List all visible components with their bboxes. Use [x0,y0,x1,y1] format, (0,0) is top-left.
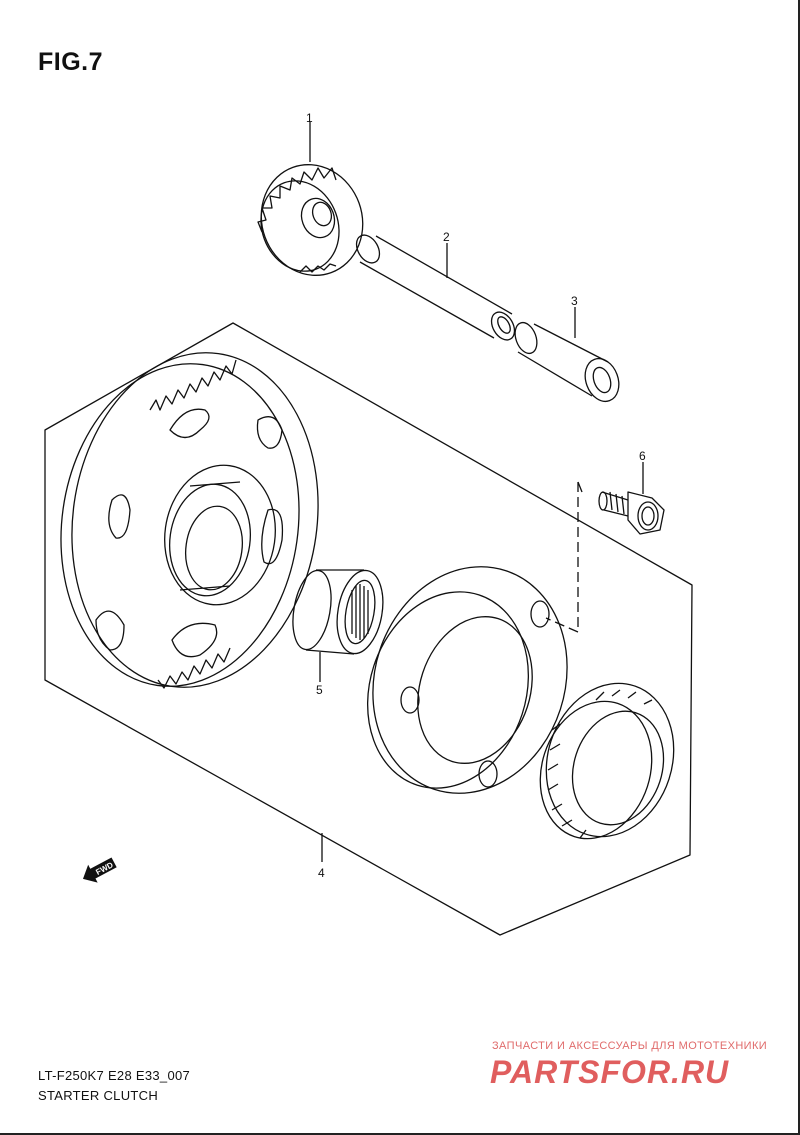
callout-3: 3 [571,294,578,308]
callout-6: 6 [639,449,646,463]
bolt-install-leader-tick [577,481,583,493]
figure-title: FIG.7 [38,48,104,76]
figure-caption: STARTER CLUTCH [38,1088,159,1103]
callout-1: 1 [306,111,313,125]
part-6-bolt[interactable] [598,491,665,535]
part-3-bushing[interactable] [511,320,624,407]
part-2-shaft[interactable] [352,231,519,344]
callout-4: 4 [318,866,325,880]
model-code: LT-F250K7 E28 E33_007 [38,1068,191,1083]
watermark-tagline: ЗАПЧАСТИ И АКСЕССУАРЫ ДЛЯ МОТОТЕХНИКИ [492,1040,768,1052]
part-4-clutch-housing[interactable] [343,541,596,818]
callout-2: 2 [443,230,450,244]
part-1-driven-gear[interactable] [246,150,378,289]
watermark-logo-text: PARTSFOR.RU [490,1054,729,1090]
fwd-arrow-icon: FWD [82,857,117,883]
bolt-install-leader [545,482,579,633]
watermark-logo: PARTSFOR.RU [490,1054,729,1090]
assembly-group-outline [44,322,693,936]
part-5-needle-bearing[interactable] [287,567,389,657]
part-4-starter-gear[interactable] [41,337,340,704]
part-4-one-way-clutch[interactable] [523,667,693,854]
callout-5: 5 [316,683,323,697]
